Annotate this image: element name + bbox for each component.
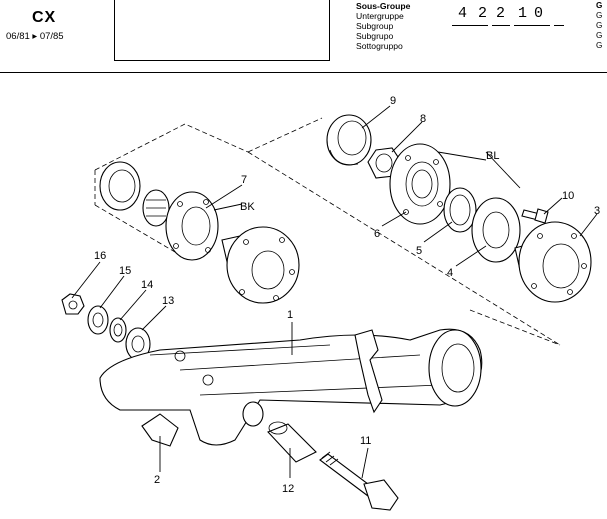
leader-bk [213,203,243,211]
callout-3: 3 [594,205,600,217]
leader-8 [391,121,423,153]
subgroup-digit: 0 [534,5,544,22]
part-14-ring [109,317,127,343]
callout-1: 1 [287,309,293,321]
group-code-letter: G [596,31,603,40]
leader-11 [361,447,369,479]
digit-underline [514,25,550,26]
leader-9 [361,105,391,129]
leader-3 [579,213,598,237]
subgroup-label-list: Sous-Groupe Untergruppe Subgroup Subgrup… [356,1,410,51]
subgroup-label-fr: Sous-Groupe [356,1,411,11]
part-16-nut [61,293,85,315]
part-15-washer [87,305,109,335]
callout-5: 5 [416,245,422,257]
guide-line [247,117,323,153]
callout-12: 12 [282,483,294,495]
part-4-bearing [471,197,521,263]
leader-16 [71,261,101,299]
part-11-bolt [319,451,399,511]
callout-16: 16 [94,250,106,262]
digit-underline [492,25,510,26]
group-code-letter: G [596,21,603,30]
annotation-bk: BK [240,201,255,213]
leader-14 [119,289,147,321]
header-divider [0,72,607,73]
part-7-hub-flange [165,191,219,261]
assembly-guide-lines [94,117,561,346]
leader-13 [141,305,167,331]
subgroup-label-de: Untergruppe [356,11,404,21]
splined-hub [142,189,170,227]
subgroup-number: 4 2 2 1 0 [450,5,570,37]
callout-6: 6 [374,228,380,240]
leader-4 [455,245,487,267]
guide-line [94,123,249,171]
left-wheel-flange [221,226,300,304]
part-9-cup [326,114,372,166]
digit-underline [554,25,564,26]
callout-labels: 1 2 3 4 5 6 7 8 9 10 11 12 13 14 15 16 B… [94,95,600,495]
part-10-bolt [521,208,549,224]
subgroup-digit: 2 [478,5,488,22]
callout-9: 9 [390,95,396,107]
part-1-trailing-arm [99,328,483,446]
left-cup [99,161,141,211]
leader-15 [99,275,125,309]
subgroup-digit: 2 [496,5,506,22]
leader-5 [423,221,453,243]
group-code-letter: G [596,1,603,10]
callout-4: 4 [447,267,453,279]
callout-13: 13 [162,295,174,307]
header-empty-box [114,0,330,61]
leader-6 [381,211,407,227]
leader-7 [205,184,243,209]
part-3-wheel-flange [514,221,592,303]
part-12-bushing [267,421,317,463]
callout-11: 11 [360,435,371,447]
subgroup-digit: 1 [518,5,528,22]
callout-8: 8 [420,113,426,125]
model-name: CX [32,9,57,26]
guide-line [247,151,561,346]
leader-10 [543,197,563,215]
callout-10: 10 [562,190,574,202]
callout-2: 2 [154,474,160,486]
subgroup-label-en: Subgroup [356,21,394,31]
date-range: 06/81 ▸ 07/85 [6,31,64,42]
part-13-bearing [125,327,151,361]
part-6-hub-flange [389,143,451,225]
annotation-bl: BL [486,150,499,162]
group-code-letter: G [596,41,603,50]
leader-bl-top [437,151,487,161]
subgroup-digit: 4 [458,5,468,22]
guide-line [469,309,561,346]
callout-7: 7 [241,174,247,186]
leader-lines [71,105,598,479]
callout-14: 14 [141,279,153,291]
group-code-letter: G [596,11,603,20]
subgroup-label-it: Sottogruppo [356,41,403,51]
digit-underline [452,25,488,26]
group-code-column: G G G G G [596,1,602,51]
callout-15: 15 [119,265,131,277]
leader-bl [485,151,521,189]
part-2-block [141,413,179,447]
part-5-seal [443,187,477,233]
subgroup-label-es: Subgrupo [356,31,394,41]
